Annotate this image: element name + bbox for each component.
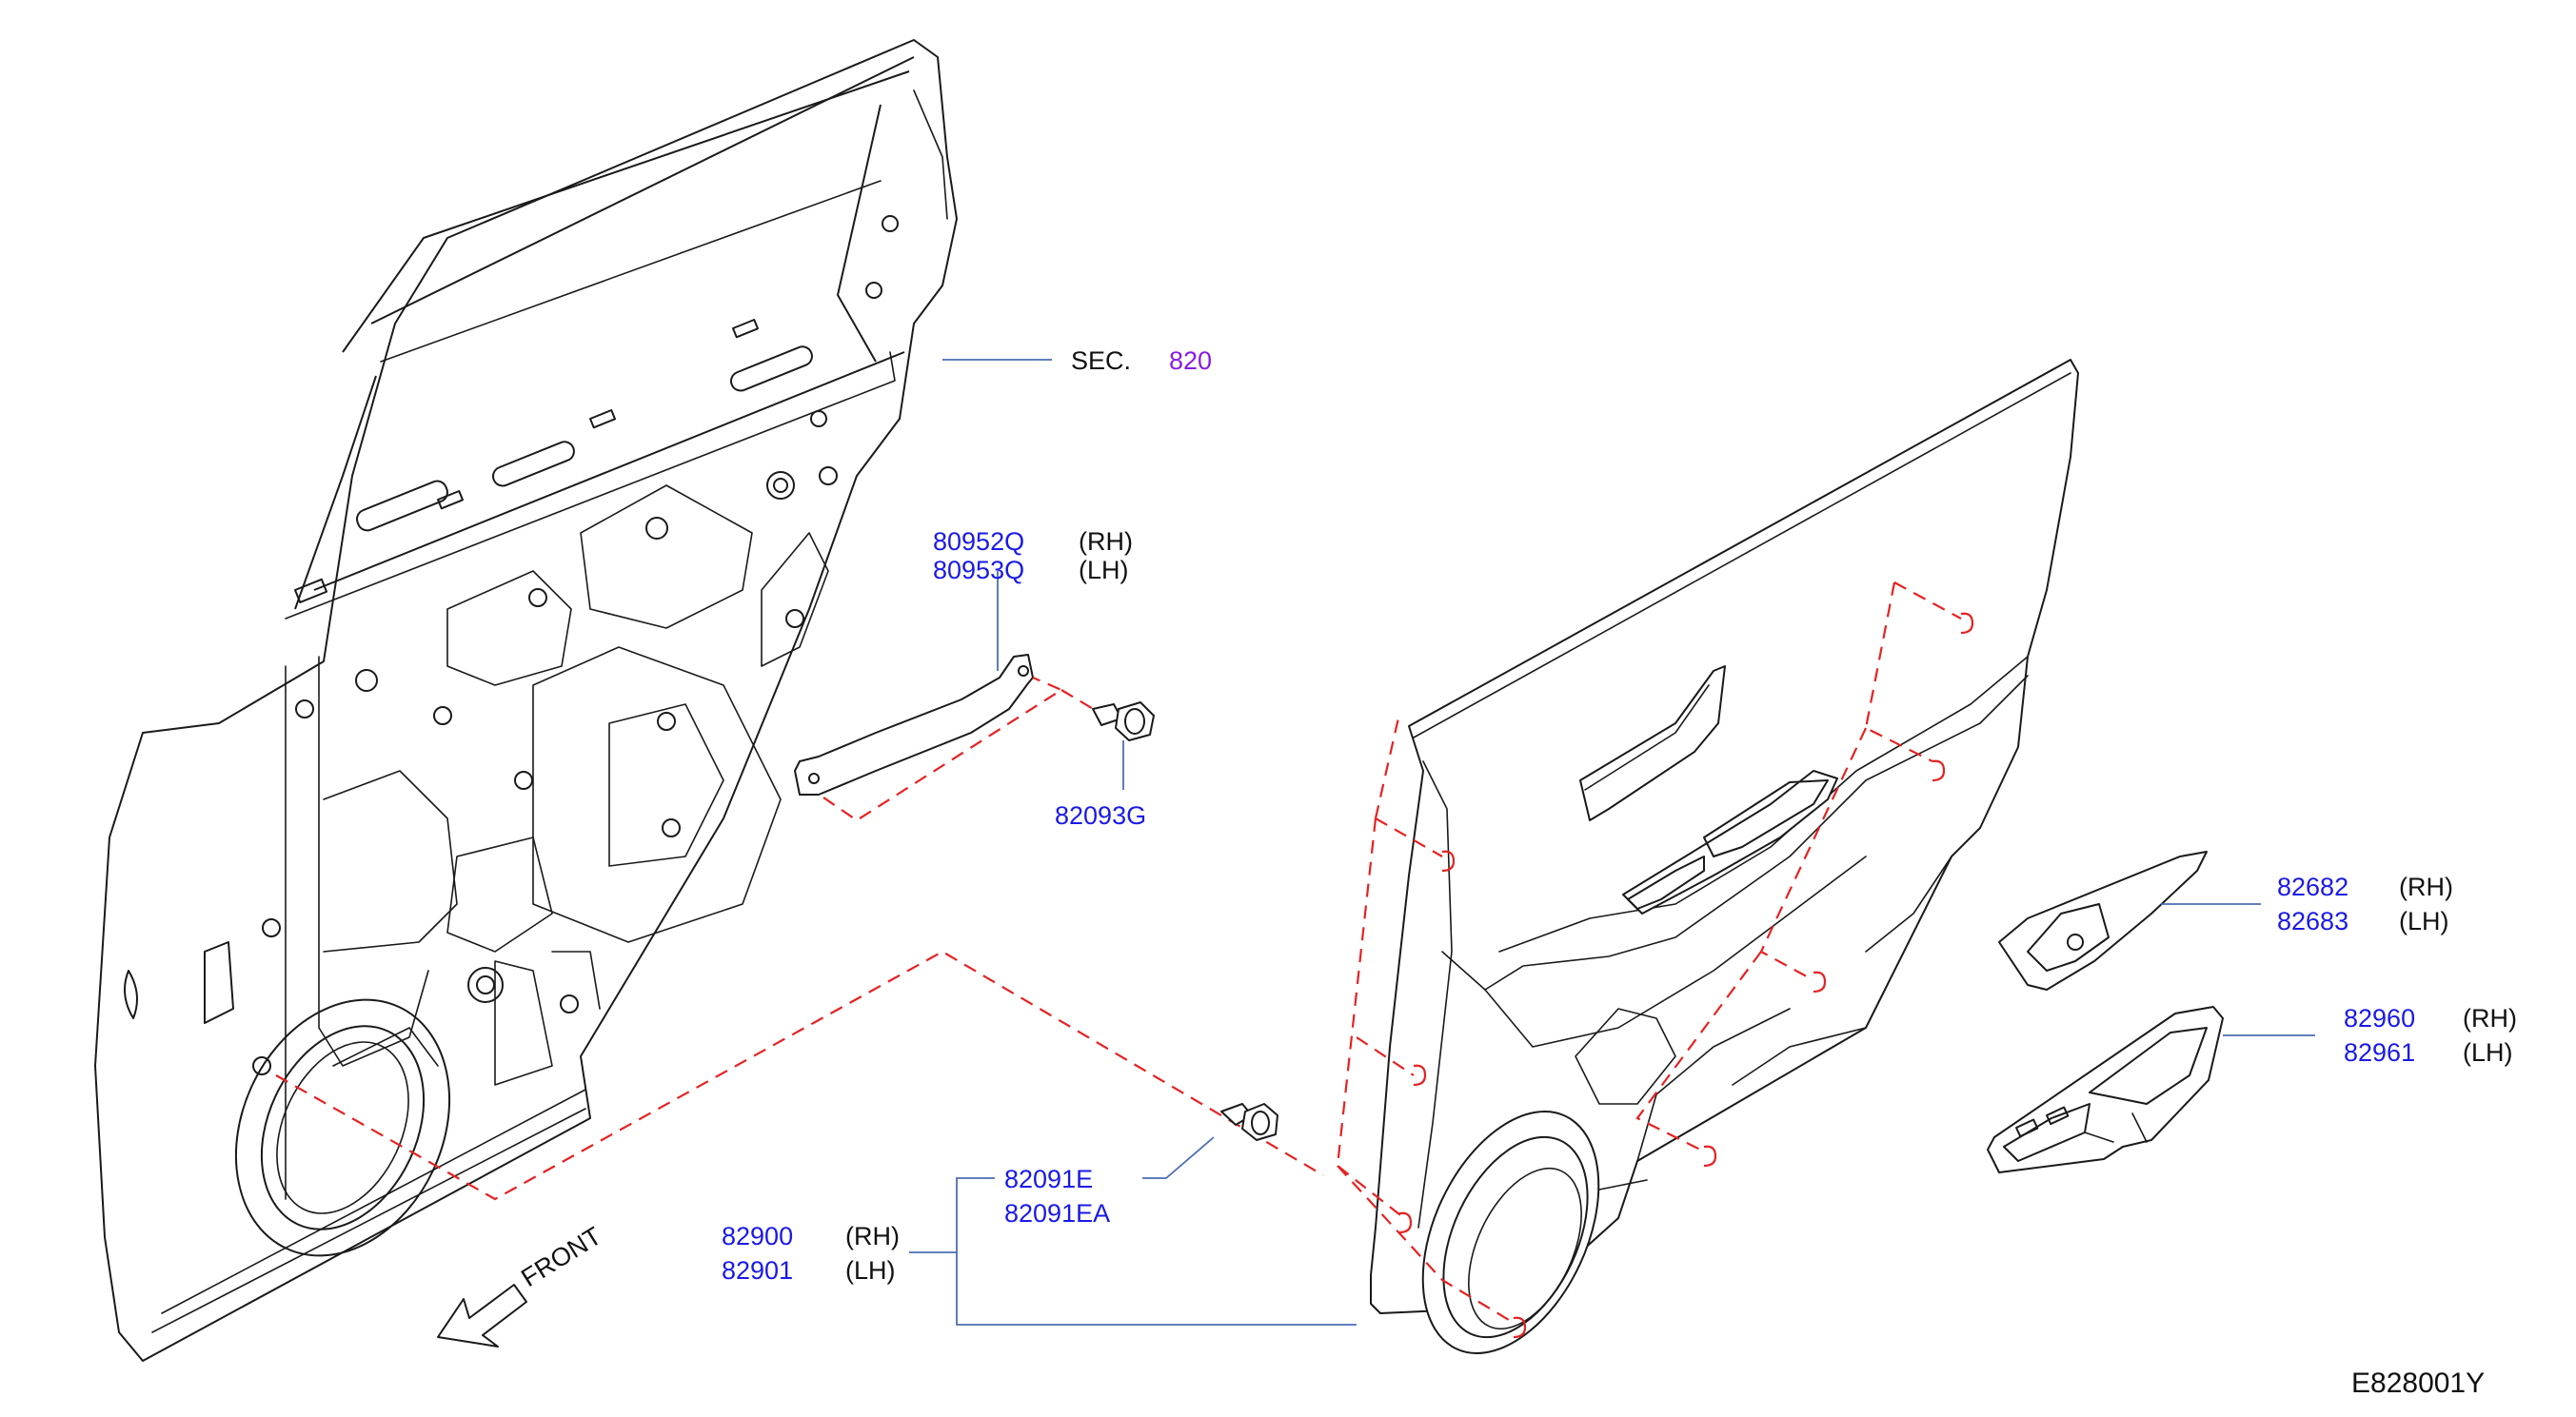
finisher-side-lh: (LH) xyxy=(2399,907,2449,935)
door-trim-panel xyxy=(1370,359,2079,1354)
bolt-part xyxy=(1092,701,1155,741)
trim-clip-marks xyxy=(1398,612,1974,1339)
sec-prefix: SEC. xyxy=(1071,346,1131,375)
finisher-part xyxy=(1998,851,2208,991)
bracket-side-rh: (RH) xyxy=(1079,527,1133,556)
trim-side-rh: (RH) xyxy=(845,1222,900,1250)
front-arrow-icon xyxy=(437,1284,527,1348)
finisher-part-number-lh: 82683 xyxy=(2277,907,2348,935)
bolt-part-number: 82093G xyxy=(1055,801,1146,830)
clip-part xyxy=(1220,1103,1278,1141)
trim-left-edge-dashes xyxy=(1374,713,1401,819)
switch-panel-side-lh: (LH) xyxy=(2463,1038,2513,1067)
sec-number: 820 xyxy=(1169,346,1212,375)
switch-panel-part-number-lh: 82961 xyxy=(2344,1038,2415,1067)
trim-part-number-lh: 82901 xyxy=(722,1256,793,1285)
bracket-part-number-rh: 80952Q xyxy=(933,527,1024,556)
clip-leader xyxy=(1142,1136,1215,1179)
bracket-side-lh: (LH) xyxy=(1079,556,1129,584)
trim-group-leader xyxy=(909,1177,1357,1326)
bracket-bolt-dashes xyxy=(1060,689,1105,717)
trim-clip-dashes xyxy=(1336,581,1962,1324)
door-inner-panel xyxy=(94,39,958,1362)
bracket-part-number-lh: 80953Q xyxy=(933,556,1024,584)
switch-panel-part xyxy=(1987,1006,2224,1173)
clip-part-number-e: 82091E xyxy=(1004,1165,1093,1193)
finisher-part-number-rh: 82682 xyxy=(2277,873,2348,901)
front-label: FRONT xyxy=(516,1221,606,1292)
trim-part-number-rh: 82900 xyxy=(722,1222,793,1250)
switch-panel-part-number-rh: 82960 xyxy=(2344,1004,2415,1033)
bracket-assembly-dashes xyxy=(822,676,1064,822)
figure-id: E828001Y xyxy=(2351,1368,2485,1399)
clip-part-number-ea: 82091EA xyxy=(1004,1199,1110,1228)
bracket-part xyxy=(794,654,1034,796)
switch-panel-side-rh: (RH) xyxy=(2463,1004,2517,1033)
door-to-trim-dashes xyxy=(275,950,1324,1201)
trim-side-lh: (LH) xyxy=(845,1256,896,1285)
finisher-side-rh: (RH) xyxy=(2399,873,2453,901)
